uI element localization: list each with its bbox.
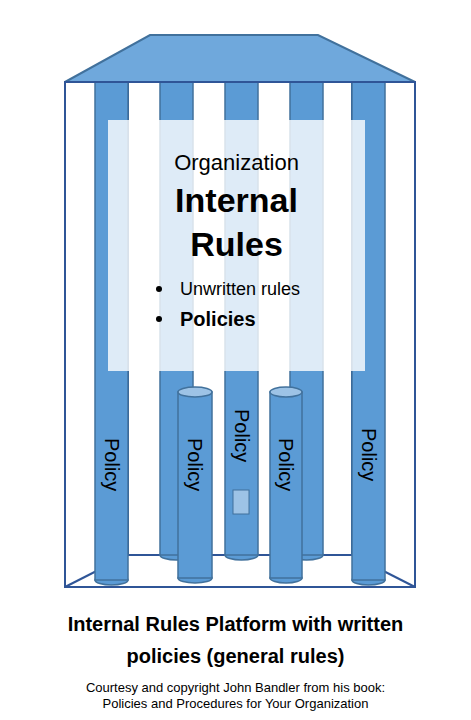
policy-label: Policy (230, 409, 254, 462)
bullet-row: Policies (108, 304, 365, 334)
front-columns (95, 82, 385, 585)
panel-heading: Internal Rules (147, 178, 327, 266)
bullet-item: Policies (180, 304, 365, 334)
policy-label: Policy (274, 438, 298, 491)
policy-label: Policy (183, 438, 207, 491)
rules-panel: OrganizationInternal RulesUnwritten rule… (108, 120, 365, 371)
policy-column: Policy (270, 410, 302, 520)
roof (65, 35, 415, 82)
bullet-dot (156, 286, 162, 292)
policy-column: Policy (178, 410, 212, 520)
policy-column: Policy (225, 398, 258, 474)
platform-frame (65, 82, 415, 587)
org-label: Organization (108, 148, 365, 178)
policy-column: Policy (352, 395, 385, 515)
policy-column: Policy (95, 400, 128, 530)
book-logo (233, 490, 249, 514)
platform-front (65, 82, 415, 587)
bullet-row: Unwritten rules (108, 274, 365, 304)
diagram-title: Internal Rules Platform with written pol… (40, 608, 431, 672)
bullet-dot (156, 316, 162, 322)
policy-label: Policy (357, 428, 381, 481)
bullet-item: Unwritten rules (180, 274, 365, 304)
policy-label: Policy (100, 438, 124, 491)
copyright-caption: Courtesy and copyright John Bandler from… (70, 680, 401, 712)
